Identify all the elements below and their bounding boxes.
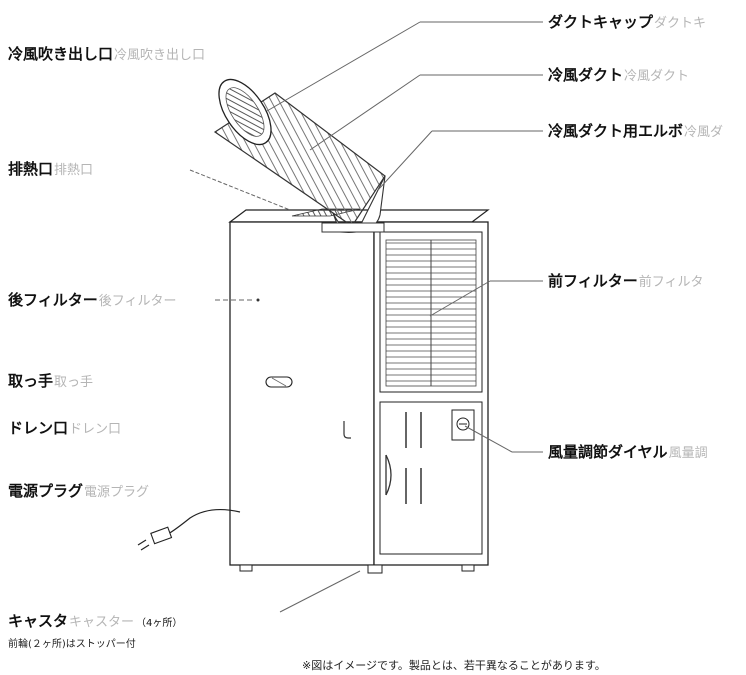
label-text: 取っ手 [8,372,54,390]
label-duct-elbow: 冷風ダクト用エルボ冷風ダ [548,122,723,142]
leader-lines [189,21,543,613]
label-text: キャスタ [8,612,69,630]
label-cold-air-duct: 冷風ダクト冷風ダクト [548,66,689,86]
caster [367,564,383,574]
label-ghost: ドレン口 [69,422,122,437]
cold-air-duct [213,78,386,233]
label-exhaust-vent: 排熱口排熱口 [8,160,93,180]
label-ghost: 冷風ダ [684,125,724,140]
label-drain-port: ドレン口ドレン口 [8,419,121,439]
label-fan-speed-dial: 風量調節ダイヤル風量調 [548,443,708,463]
label-ghost: 排熱口 [54,163,94,178]
label-rear-filter: 後フィルター後フィルター [8,291,176,311]
label-text: ドレン口 [8,419,69,437]
drain-port [343,421,351,439]
label-text: 風量調節ダイヤル [548,443,668,461]
power-cord [137,508,241,551]
caster-note: 前輪(２ヶ所)はストッパー付 [8,639,136,650]
label-ghost: 後フィルター [98,294,177,309]
label-text: 冷風ダクト [548,66,624,84]
label-text: 電源プラグ [8,482,84,500]
label-cold-air-outlet: 冷風吹き出し口冷風吹き出し口 [8,45,205,65]
label-ghost: 電源プラグ [84,485,150,500]
label-front-filter: 前フィルター前フィルタ [548,272,703,292]
power-plug [150,526,173,545]
label-count: （4ヶ所） [136,618,183,629]
label-caster: キャスタキャスター（4ヶ所） [8,612,182,633]
side-panel [229,221,375,566]
label-handle: 取っ手取っ手 [8,372,93,392]
label-text: 排熱口 [8,160,54,178]
label-text: 後フィルター [8,291,98,309]
label-ghost: 冷風ダクト [624,69,690,84]
label-ghost: 風量調 [668,446,708,461]
unit-body [228,208,490,574]
label-ghost: 冷風吹き出し口 [114,48,206,63]
label-ghost: ダクトキ [654,16,707,31]
disclaimer: ※図はイメージです。製品とは、若干異なることがあります。 [302,659,606,672]
label-text: 前フィルター [548,272,638,290]
label-power-plug: 電源プラグ電源プラグ [8,482,149,502]
label-text: 冷風吹き出し口 [8,45,114,63]
label-text: ダクトキャップ [548,13,654,31]
label-duct-cap: ダクトキャップダクトキ [548,13,706,33]
label-text: 冷風ダクト用エルボ [548,122,684,140]
label-ghost: 前フィルタ [638,275,704,290]
label-ghost: 取っ手 [54,375,94,390]
label-ghost: キャスター [69,615,135,630]
